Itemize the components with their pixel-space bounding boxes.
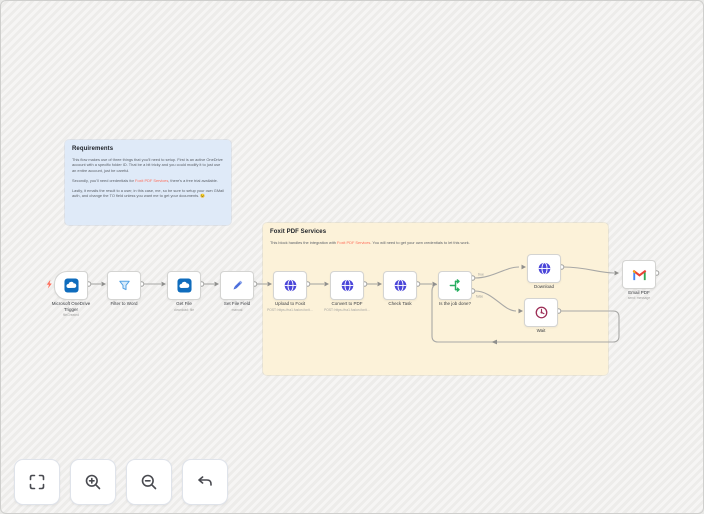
- node-label: Wait: [536, 327, 546, 333]
- wait-clock-icon: [535, 306, 547, 318]
- onedrive-icon: [63, 278, 79, 293]
- onedrive-icon: [176, 278, 192, 293]
- node-microsoft-onedrive-trigger[interactable]: Microsoft OneDrive Trigger fileCreated: [52, 271, 90, 317]
- fit-view-icon: [29, 474, 45, 490]
- note-title: Requirements: [72, 146, 114, 152]
- note-paragraph: This block handles the integration with …: [270, 240, 470, 245]
- note-paragraph: This flow makes use of three things that…: [72, 157, 223, 173]
- node-label: Download: [533, 283, 554, 289]
- node-convert-to-pdf[interactable]: Convert to PDF POST: https://na1.fusion.…: [324, 271, 370, 312]
- node-label: Email PDF send: message: [627, 289, 651, 301]
- node-label: Is the job done?: [438, 301, 472, 306]
- node-label: Get File download: file: [173, 301, 195, 312]
- foxit-services-link[interactable]: Foxit PDF Services: [337, 240, 371, 245]
- if-output-false-label: false: [476, 295, 483, 299]
- zoom-out-button[interactable]: [126, 459, 172, 505]
- node-wait[interactable]: Wait: [524, 297, 558, 333]
- globe-icon: [394, 279, 406, 292]
- undo-icon: [198, 476, 212, 486]
- node-email-pdf[interactable]: Email PDF send: message: [622, 259, 656, 300]
- node-filter-to-word[interactable]: Filter to Word: [107, 271, 141, 306]
- gmail-icon: [632, 269, 646, 280]
- canvas-toolbar: [14, 459, 228, 505]
- node-check-task[interactable]: Check Task: [383, 271, 417, 306]
- globe-icon: [341, 279, 353, 292]
- zoom-to-fit-button[interactable]: [14, 459, 60, 505]
- node-label: Convert to PDF POST: https://na1.fusion.…: [324, 301, 370, 312]
- node-label: Microsoft OneDrive Trigger fileCreated: [51, 301, 91, 318]
- foxit-services-link[interactable]: Foxit PDF Services: [134, 177, 169, 183]
- node-download[interactable]: Download: [527, 253, 561, 289]
- zoom-out-icon: [141, 474, 157, 490]
- node-set-file-field[interactable]: Set File Field manual: [220, 271, 254, 312]
- sticky-note-requirements[interactable]: Requirements This flow makes use of thre…: [65, 140, 231, 225]
- zoom-in-icon: [85, 474, 101, 490]
- if-output-true-label: true: [478, 273, 484, 277]
- node-label: Check Task: [388, 301, 412, 306]
- node-label: Set File Field manual: [223, 301, 251, 312]
- if-branch-icon: [449, 279, 460, 292]
- globe-icon: [284, 279, 296, 292]
- globe-icon: [538, 261, 550, 275]
- undo-button[interactable]: [182, 459, 228, 505]
- zoom-in-button[interactable]: [70, 459, 116, 505]
- note-title: Foxit PDF Services: [270, 229, 327, 235]
- node-get-file[interactable]: Get File download: file: [167, 271, 201, 312]
- node-upload-to-foxit[interactable]: Upload to Foxit POST: https://na1.fusion…: [267, 271, 313, 312]
- trigger-bolt-icon: [46, 279, 52, 289]
- note-paragraph: Secondly, you'll need credentials for Fo…: [72, 177, 218, 183]
- node-is-the-job-done[interactable]: Is the job done?: [438, 271, 472, 306]
- filter-icon: [118, 280, 130, 291]
- node-label: Upload to Foxit POST: https://na1.fusion…: [267, 301, 313, 312]
- note-paragraph: Lastly, it emails the result to a user, …: [72, 187, 224, 199]
- pencil-icon: [233, 280, 242, 290]
- node-label: Filter to Word: [110, 301, 138, 306]
